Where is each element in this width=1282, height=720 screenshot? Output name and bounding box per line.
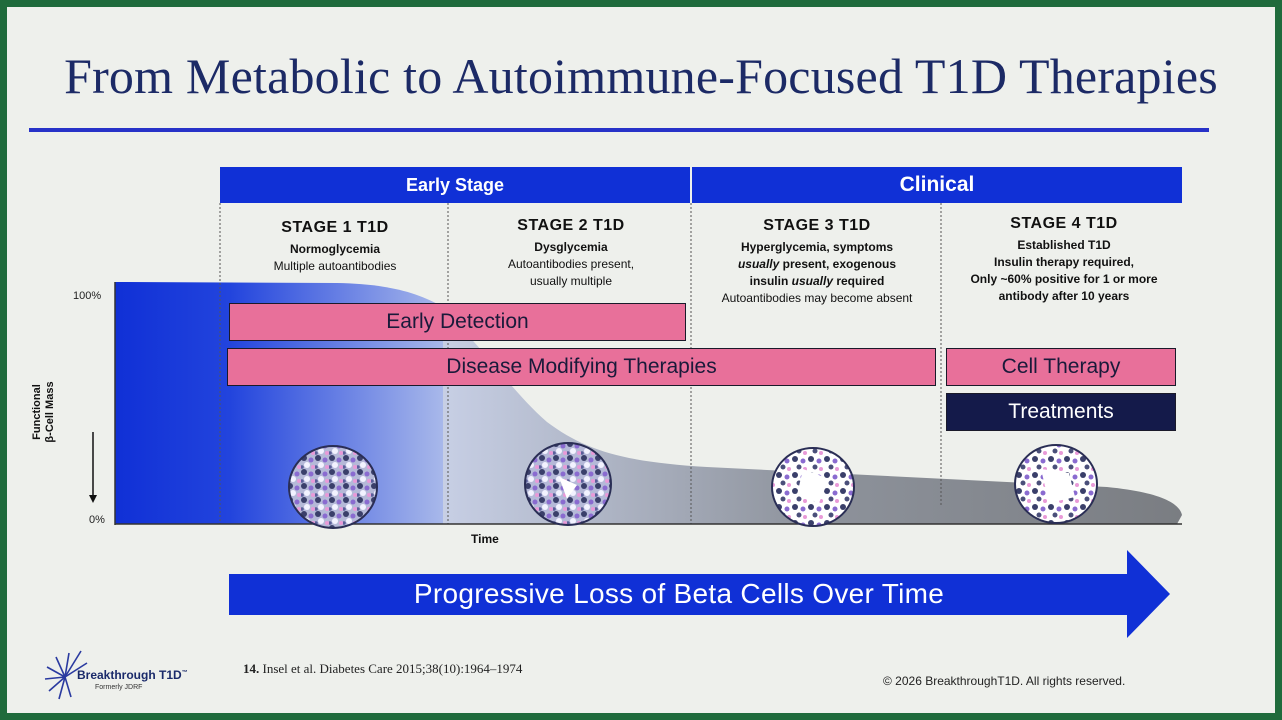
citation-number: 14. (243, 661, 260, 676)
progression-arrow-label: Progressive Loss of Beta Cells Over Time (413, 578, 945, 609)
logo-trademark: ™ (181, 670, 188, 676)
y-axis-title-line-1: Functional (31, 384, 43, 440)
slide-title: From Metabolic to Autoimmune-Focused T1D… (64, 48, 1218, 104)
stage-3-detail: Autoantibodies may become absent (721, 291, 913, 305)
logo-subtitle: Formerly JDRF (95, 684, 143, 691)
stage-1-detail: Multiple autoantibodies (273, 259, 397, 273)
stage-3-symptoms-1: Hyperglycemia, symptoms (740, 240, 894, 254)
citation-text: Insel et al. Diabetes Care 2015;38(10):1… (262, 661, 523, 676)
x-axis-title: Time (471, 532, 499, 546)
progression-arrow (229, 550, 1170, 638)
stage-2-description: STAGE 2 T1D Dysglycemia Autoantibodies p… (452, 217, 690, 290)
stage-3-heading: STAGE 3 T1D (763, 217, 871, 234)
islet-cell-stage-2 (524, 442, 612, 526)
logo-starburst-icon (44, 650, 88, 700)
logo-wordmark: Breakthrough T1D™ (77, 668, 188, 682)
stage-2-subtitle: Dysglycemia (534, 240, 608, 254)
cell-therapy-bar: Cell Therapy (946, 348, 1176, 386)
islet-cell-stage-1 (288, 445, 378, 529)
stage-1-heading: STAGE 1 T1D (281, 219, 389, 236)
stage-3-symptoms-2: usually present, exogenous (737, 257, 897, 271)
treatments-bar: Treatments (946, 393, 1176, 431)
stage-4-detail-1: Insulin therapy required, (993, 255, 1135, 269)
stage-1-description: STAGE 1 T1D Normoglycemia Multiple autoa… (220, 219, 450, 275)
islet-cell-stage-4 (1014, 444, 1098, 524)
stage-4-detail-2: Only ~60% positive for 1 or more (970, 272, 1158, 286)
islet-cell-stage-3 (771, 447, 855, 527)
stage-2-detail-1: Autoantibodies present, (507, 257, 635, 271)
y-axis-100-label: 100% (73, 290, 102, 302)
y-axis-arrow-head (89, 495, 97, 503)
stage-3-symptoms-3: insulin usually required (749, 274, 885, 288)
stage-4-heading: STAGE 4 T1D (1010, 215, 1118, 232)
y-axis-0-label: 0% (89, 514, 105, 526)
title-divider (29, 128, 1209, 132)
y-axis-title: Functional β-Cell Mass (31, 357, 57, 467)
disease-modifying-therapies-bar: Disease Modifying Therapies (227, 348, 936, 386)
copyright-notice: © 2026 BreakthroughT1D. All rights reser… (883, 674, 1126, 688)
stage-4-description: STAGE 4 T1D Established T1D Insulin ther… (939, 215, 1189, 305)
slide: From Metabolic to Autoimmune-Focused T1D… (7, 7, 1275, 713)
clinical-band: Clinical (692, 167, 1182, 203)
stage-4-detail-3: antibody after 10 years (998, 289, 1130, 303)
stage-1-subtitle: Normoglycemia (289, 242, 381, 256)
beta-cell-curve-graphic (44, 203, 1182, 700)
citation: 14. Insel et al. Diabetes Care 2015;38(1… (243, 661, 522, 677)
stage-4-subtitle: Established T1D (1017, 238, 1111, 252)
early-detection-bar: Early Detection (229, 303, 686, 341)
early-stage-band: Early Stage (220, 167, 690, 203)
y-axis-title-line-2: β-Cell Mass (44, 381, 56, 443)
stage-3-description: STAGE 3 T1D Hyperglycemia, symptoms usua… (692, 217, 942, 307)
stage-2-detail-2: usually multiple (529, 274, 613, 288)
logo-name: Breakthrough T1D (77, 668, 182, 682)
stage-2-heading: STAGE 2 T1D (517, 217, 625, 234)
